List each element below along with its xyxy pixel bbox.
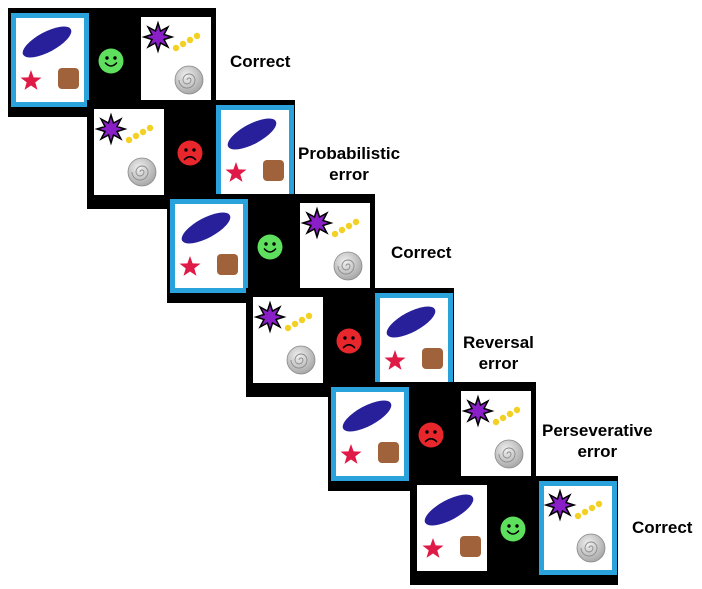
card-b bbox=[94, 109, 164, 195]
brown-square-icon bbox=[422, 348, 443, 369]
trial-2 bbox=[87, 100, 295, 209]
grey-sphere-icon bbox=[333, 251, 363, 281]
trial-5-label: Perseverative error bbox=[542, 421, 653, 461]
trial-3 bbox=[167, 194, 375, 303]
red-star-icon bbox=[225, 162, 247, 182]
sad-face-icon bbox=[177, 140, 203, 166]
grey-sphere-icon bbox=[494, 439, 524, 469]
blue-ellipse-icon bbox=[181, 212, 231, 244]
card-a bbox=[375, 293, 453, 387]
card-b bbox=[141, 17, 211, 103]
yellow-dots-icon bbox=[492, 406, 521, 426]
blue-ellipse-icon bbox=[227, 118, 277, 150]
grey-sphere-icon bbox=[286, 345, 316, 375]
trial-1-label: Correct bbox=[230, 52, 291, 71]
trial-6-label: Correct bbox=[632, 518, 693, 537]
card-a bbox=[170, 199, 248, 293]
sad-face-icon bbox=[418, 422, 444, 448]
yellow-dots-icon bbox=[574, 500, 603, 520]
card-a bbox=[331, 387, 409, 481]
card-a bbox=[216, 105, 294, 199]
purple-star-icon bbox=[300, 206, 334, 240]
red-star-icon bbox=[422, 538, 444, 558]
happy-face-icon bbox=[98, 48, 124, 74]
sad-face-icon bbox=[336, 328, 362, 354]
grey-sphere-icon bbox=[127, 157, 157, 187]
blue-ellipse-icon bbox=[386, 306, 436, 338]
purple-star-icon bbox=[461, 394, 495, 428]
yellow-dots-icon bbox=[284, 312, 313, 332]
blue-ellipse-icon bbox=[424, 494, 474, 526]
yellow-dots-icon bbox=[125, 124, 154, 144]
card-b bbox=[300, 203, 370, 289]
card-a bbox=[417, 485, 487, 571]
trial-4-label: Reversal error bbox=[463, 333, 534, 373]
red-star-icon bbox=[340, 444, 362, 464]
card-b bbox=[253, 297, 323, 383]
yellow-dots-icon bbox=[172, 32, 201, 52]
card-b bbox=[539, 481, 617, 575]
trial-1 bbox=[8, 8, 216, 117]
card-a bbox=[11, 13, 89, 107]
trial-2-label: Probabilistic error bbox=[298, 144, 401, 184]
trial-6 bbox=[410, 476, 618, 585]
trial-3-label: Correct bbox=[391, 243, 452, 262]
purple-star-icon bbox=[543, 488, 577, 522]
purple-star-icon bbox=[253, 300, 287, 334]
card-b bbox=[461, 391, 531, 477]
red-star-icon bbox=[20, 70, 42, 90]
grey-sphere-icon bbox=[576, 533, 606, 563]
yellow-dots-icon bbox=[331, 218, 360, 238]
purple-star-icon bbox=[141, 20, 175, 54]
grey-sphere-icon bbox=[174, 65, 204, 95]
red-star-icon bbox=[384, 350, 406, 370]
trial-4 bbox=[246, 288, 454, 397]
happy-face-icon bbox=[257, 234, 283, 260]
trial-5 bbox=[328, 382, 536, 491]
brown-square-icon bbox=[263, 160, 284, 181]
blue-ellipse-icon bbox=[342, 400, 392, 432]
red-star-icon bbox=[179, 256, 201, 276]
brown-square-icon bbox=[58, 68, 79, 89]
happy-face-icon bbox=[500, 516, 526, 542]
brown-square-icon bbox=[460, 536, 481, 557]
brown-square-icon bbox=[378, 442, 399, 463]
blue-ellipse-icon bbox=[22, 26, 72, 58]
brown-square-icon bbox=[217, 254, 238, 275]
purple-star-icon bbox=[94, 112, 128, 146]
